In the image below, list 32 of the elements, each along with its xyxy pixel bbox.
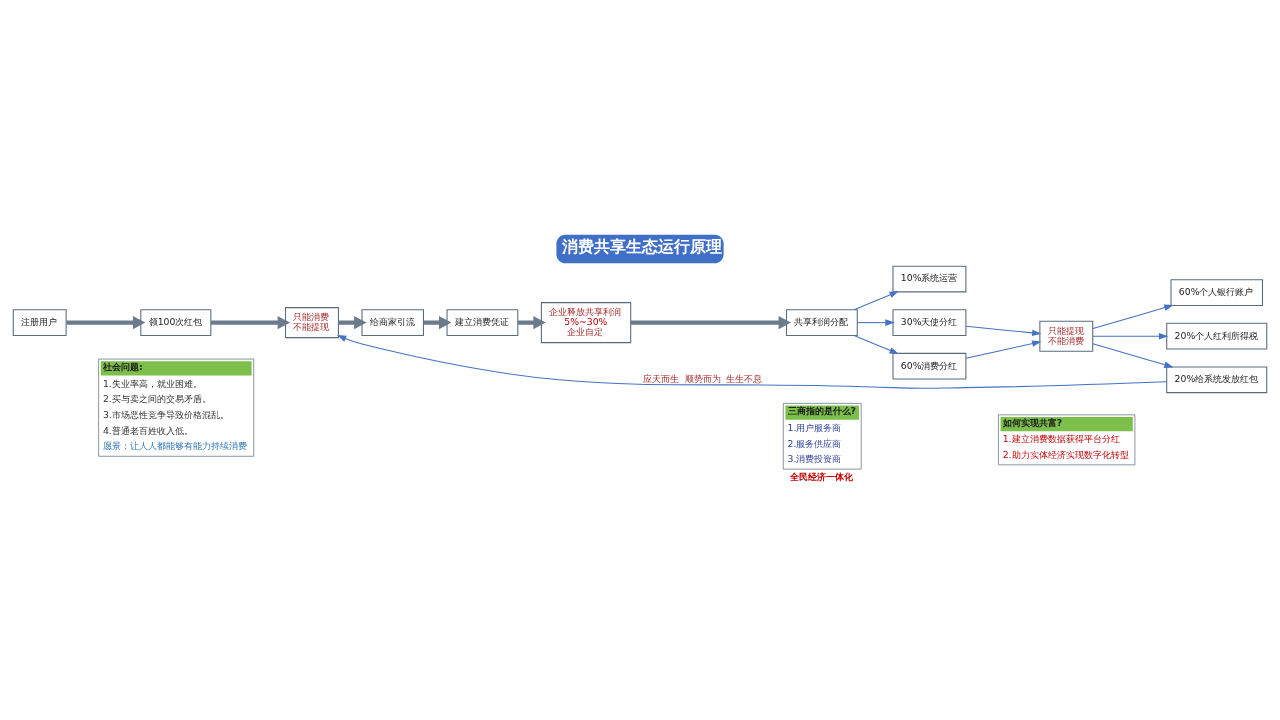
arrow (965, 339, 1042, 359)
arrow (1092, 304, 1174, 329)
arrow (1092, 342, 1174, 368)
arrow (210, 315, 291, 329)
node-box: 30%天使分红 (892, 308, 967, 336)
node-box: 领100次红包 (140, 308, 212, 336)
node-label: 全民经济一体化 (790, 470, 854, 482)
node-box: 共享利润分配 (785, 308, 858, 336)
arrow (337, 334, 1168, 389)
diagram-title: 消费共享生态运行原理 (562, 236, 723, 256)
node-box: 60%个人银行账户 (1170, 278, 1263, 306)
arrow (630, 315, 792, 329)
node-box: 10%系统运营 (892, 265, 967, 292)
arrow (853, 290, 899, 310)
node-box: 60%消费分红 (892, 352, 967, 380)
arrow (853, 334, 899, 354)
node-box: 建立消费凭证 (446, 308, 519, 336)
node-box: 企业释放共享利润 5%~30% 企业自定 (540, 301, 632, 343)
arrow (338, 315, 367, 329)
node-box: 只能提现 不能消费 (1039, 320, 1094, 352)
node-box: 注册用户 (12, 308, 67, 336)
node-box: 给商家引流 (361, 308, 424, 336)
arrow (518, 315, 546, 329)
arrow (423, 315, 452, 329)
node-box: 20%个人红利所得税 (1166, 322, 1268, 350)
node-box: 20%给系统发放红包 (1166, 365, 1268, 393)
arrow (1092, 332, 1169, 339)
arrow (965, 325, 1042, 336)
edge-label: 应天而生 顺势而为 生生不息 (642, 372, 763, 384)
node-box: 只能消费 不能提现 (285, 306, 339, 338)
arrow (856, 318, 895, 326)
arrow (66, 315, 146, 329)
